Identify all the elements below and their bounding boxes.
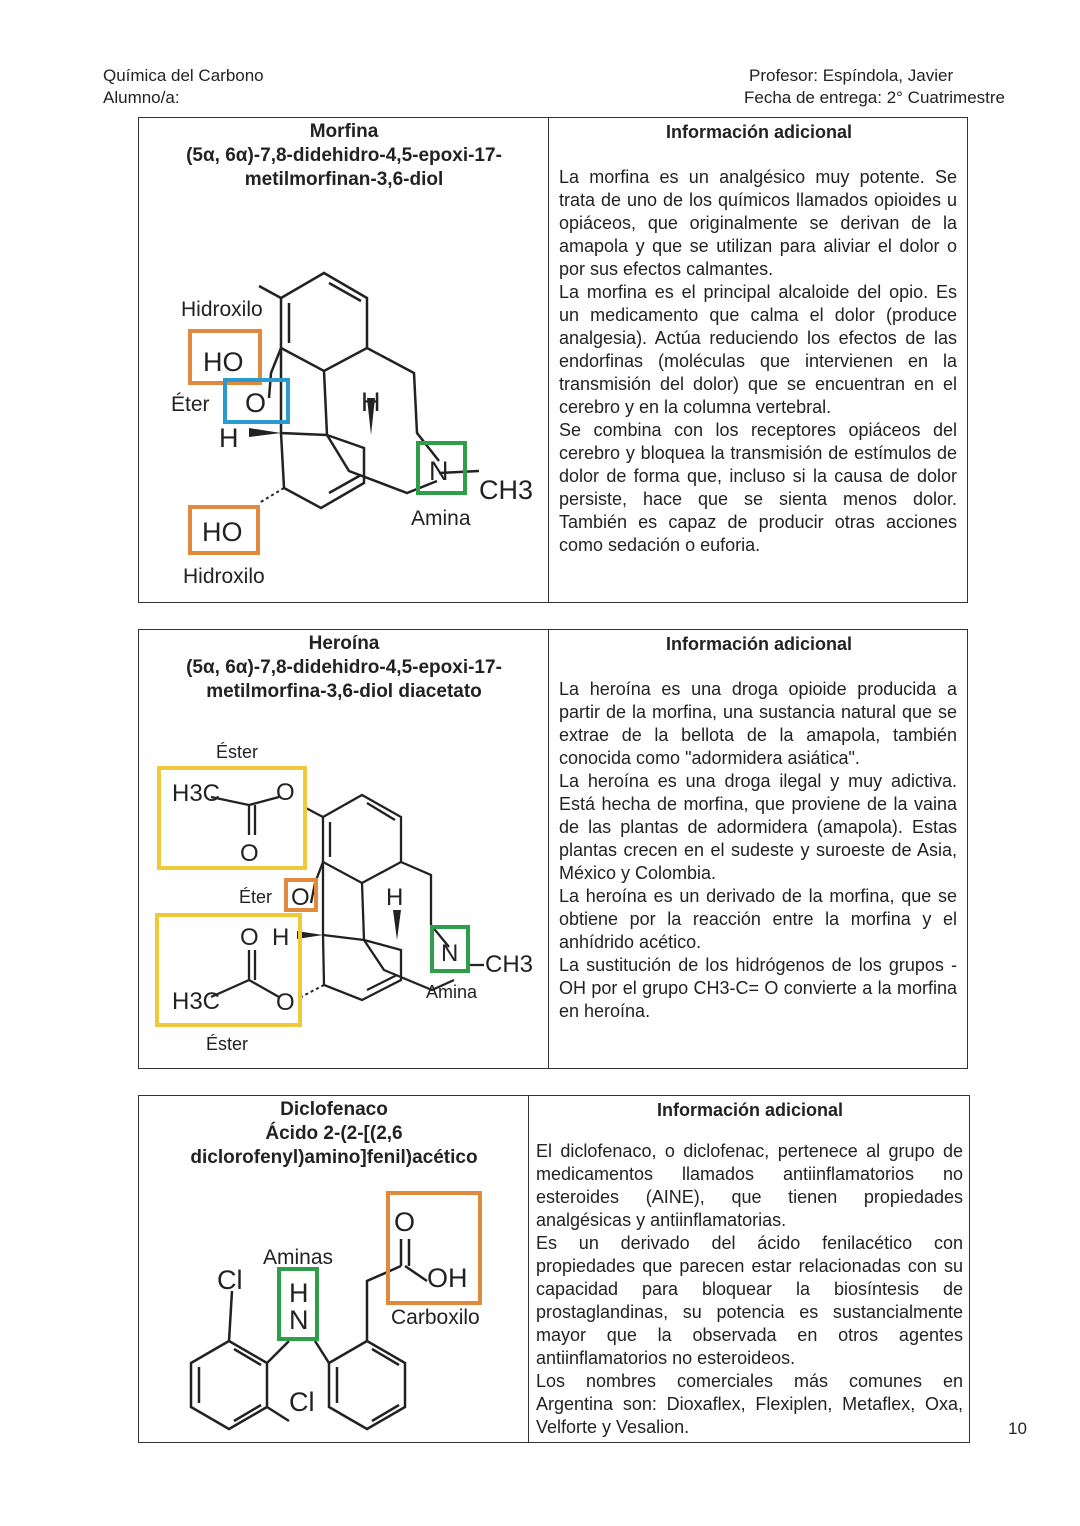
- ether-label: Éter: [171, 393, 210, 416]
- ether-oxygen: O: [245, 388, 266, 418]
- amine-label: Amina: [426, 982, 478, 1002]
- info-paragraph: Los nombres comerciales más comunes en A…: [536, 1371, 963, 1437]
- compound-title: Diclofenaco Ácido 2-(2-[(2,6 diclorofeny…: [139, 1098, 529, 1170]
- iupac-line-1: (5α, 6α)-7,8-didehidro-4,5-epoxi-17-: [186, 657, 502, 678]
- compound-name: Morfina: [309, 121, 379, 142]
- h-atom: H: [272, 924, 289, 951]
- student-label: Alumno/a:: [103, 88, 180, 107]
- nitrogen-atom: N: [429, 456, 449, 486]
- info-paragraph: La heroína es un derivado de la morfina,…: [559, 886, 957, 952]
- heroin-structure: Éster H3C O O Éter O H O H N CH3 Amina H…: [155, 742, 533, 1054]
- diclofenac-structure: Aminas Cl H N Cl O OH Carboxilo: [189, 1191, 482, 1431]
- heroin-card: Heroína (5α, 6α)-7,8-didehidro-4,5-epoxi…: [138, 629, 968, 1069]
- info-text: La heroína es una droga opioide producid…: [559, 678, 957, 1023]
- info-paragraph: Es un derivado del ácido fenilacético co…: [536, 1233, 963, 1368]
- iupac-line-1: (5α, 6α)-7,8-didehidro-4,5-epoxi-17-: [186, 145, 502, 166]
- hydroxyl-label: Hidroxilo: [181, 298, 263, 321]
- h-atom: H: [289, 1278, 309, 1308]
- hydroxyl-label: Hidroxilo: [183, 565, 265, 588]
- chlorine-atom: Cl: [217, 1265, 243, 1295]
- iupac-line-1: Ácido 2-(2-[(2,6: [265, 1123, 403, 1144]
- h-atom: H: [219, 423, 239, 453]
- ester-label: Éster: [206, 1034, 248, 1054]
- card-divider: [548, 118, 549, 602]
- diclofenac-card: Diclofenaco Ácido 2-(2-[(2,6 diclorofeny…: [138, 1095, 970, 1443]
- subject-title: Química del Carbono: [103, 66, 264, 85]
- methyl-group: H3C: [172, 988, 220, 1015]
- ester-label: Éster: [216, 742, 258, 762]
- info-text: La morfina es un analgésico muy potente.…: [559, 166, 957, 557]
- compound-name: Heroína: [308, 633, 380, 654]
- info-paragraph: El diclofenaco, o diclofenac, pertenece …: [536, 1141, 963, 1230]
- iupac-line-2: metilmorfinan-3,6-diol: [244, 169, 444, 190]
- nitrogen-atom: N: [289, 1305, 309, 1335]
- h-atom: H: [361, 387, 381, 417]
- info-paragraph: La heroína es una droga opioide producid…: [559, 679, 957, 768]
- amines-label: Aminas: [263, 1246, 333, 1269]
- info-title: Información adicional: [665, 634, 853, 654]
- methyl-group: CH3: [485, 951, 533, 978]
- oxygen-atom: O: [276, 779, 295, 806]
- info-title: Información adicional: [665, 122, 853, 142]
- compound-title: Heroína (5α, 6α)-7,8-didehidro-4,5-epoxi…: [139, 632, 549, 704]
- morphine-structure: Hidroxilo HO Éter O H H N CH3 Amina HO H…: [171, 271, 533, 588]
- amine-label: Amina: [411, 507, 471, 530]
- page-number: 10: [1008, 1419, 1027, 1438]
- iupac-line-2: diclorofenyl)amino]fenil)acético: [190, 1147, 478, 1168]
- info-paragraph: La morfina es el principal alcaloide del…: [559, 282, 957, 417]
- info-paragraph: La sustitución de los hidrógenos de los …: [559, 955, 957, 1021]
- ether-label: Éter: [239, 887, 272, 907]
- card-divider: [548, 630, 549, 1068]
- info-paragraph: La heroína es una droga ilegal y muy adi…: [559, 771, 957, 883]
- oxygen-atom: O: [276, 989, 295, 1016]
- oxygen-atom: O: [240, 840, 259, 867]
- ho-group: HO: [202, 517, 243, 547]
- info-paragraph: Se combina con los receptores opiáceos d…: [559, 420, 957, 555]
- chlorine-atom: Cl: [289, 1387, 315, 1417]
- ether-oxygen: O: [291, 884, 310, 911]
- oxygen-atom: O: [240, 924, 259, 951]
- info-title: Información adicional: [656, 1100, 844, 1120]
- nitrogen-atom: N: [441, 940, 458, 967]
- oxygen-atom: O: [394, 1207, 415, 1237]
- hydroxyl-group: OH: [427, 1263, 468, 1293]
- morphine-card: Morfina (5α, 6α)-7,8-didehidro-4,5-epoxi…: [138, 117, 968, 603]
- ho-group: HO: [203, 347, 244, 377]
- info-paragraph: La morfina es un analgésico muy potente.…: [559, 167, 957, 279]
- h-atom: H: [386, 884, 403, 911]
- card-divider: [528, 1096, 529, 1442]
- compound-title: Morfina (5α, 6α)-7,8-didehidro-4,5-epoxi…: [139, 120, 549, 192]
- methyl-group: CH3: [479, 475, 533, 505]
- compound-name: Diclofenaco: [280, 1099, 388, 1120]
- due-date: Fecha de entrega: 2° Cuatrimestre: [744, 88, 1005, 107]
- carboxyl-label: Carboxilo: [391, 1306, 480, 1329]
- info-text: El diclofenaco, o diclofenac, pertenece …: [536, 1140, 963, 1439]
- teacher-name: Profesor: Espíndola, Javier: [749, 66, 954, 85]
- methyl-group: H3C: [172, 780, 220, 807]
- iupac-line-2: metilmorfina-3,6-diol diacetato: [206, 681, 482, 702]
